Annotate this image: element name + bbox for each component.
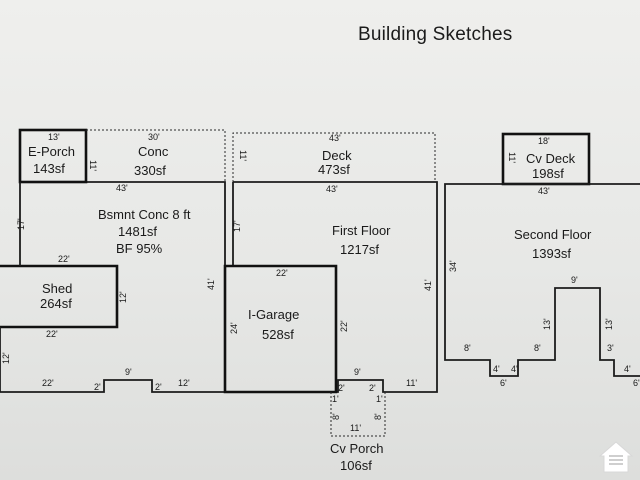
deck-name: Deck (322, 148, 352, 163)
dim-label: 22' (276, 268, 288, 278)
dim-label: 13' (604, 318, 614, 330)
garage-outline (223, 264, 338, 394)
second-floor-name: Second Floor (514, 227, 592, 242)
dim-label: 11' (406, 378, 417, 388)
garage-name: I-Garage (248, 307, 299, 322)
first-floor-outline (225, 181, 438, 393)
cvporch-area: 106sf (340, 458, 372, 473)
cvporch-name: Cv Porch (330, 441, 383, 456)
eporch-name: E-Porch (28, 144, 75, 159)
conc-name: Conc (138, 144, 169, 159)
basement-outline (0, 181, 226, 393)
second-floor-outline (444, 183, 640, 377)
house-logo-icon (598, 441, 634, 473)
dim-label: 43' (329, 133, 341, 143)
cvporch-outline (330, 392, 386, 437)
dim-label: 41' (206, 278, 216, 290)
conc-area: 330sf (134, 163, 166, 178)
conc-outline (86, 129, 226, 182)
shed-area: 264sf (40, 296, 72, 311)
dim-label: 11' (238, 150, 248, 161)
dim-label: 17' (16, 218, 26, 230)
dim-label: 12' (118, 291, 128, 303)
dim-label: 22' (58, 254, 70, 264)
basement-bf: BF 95% (116, 241, 163, 256)
eporch-area: 143sf (33, 161, 65, 176)
second-floor-area: 1393sf (532, 246, 571, 261)
first-floor-area: 1217sf (340, 242, 379, 257)
basement-name: Bsmnt Conc 8 ft (98, 207, 191, 222)
dim-label: 2' (155, 382, 162, 392)
dim-label: 6' (500, 378, 507, 388)
cvdeck-name: Cv Deck (526, 151, 576, 166)
eporch-outline (18, 128, 88, 184)
dim-label: 17' (232, 220, 242, 232)
dim-label: 41' (423, 279, 433, 291)
dim-label: 22' (42, 378, 54, 388)
garage-area: 528sf (262, 327, 294, 342)
dim-label: 4' (493, 364, 500, 374)
dim-label: 11' (350, 423, 361, 433)
dim-label: 11' (507, 152, 517, 163)
dim-label: 30' (148, 132, 160, 142)
dim-label: 2' (94, 382, 101, 392)
dim-label: 8' (534, 343, 541, 353)
dim-label: 13' (48, 132, 60, 142)
dim-label: 22' (339, 320, 349, 332)
dim-label: 13' (542, 318, 552, 330)
basement-area: 1481sf (118, 224, 157, 239)
dim-label: 2' (338, 383, 345, 393)
dim-label: 9' (354, 367, 361, 377)
shed-name: Shed (42, 281, 72, 296)
dim-label: 43' (538, 186, 550, 196)
dim-label: 24' (229, 322, 239, 334)
dim-label: 43' (326, 184, 338, 194)
dim-label: 9' (125, 367, 132, 377)
dim-label: 6' (633, 378, 640, 388)
page-title: Building Sketches (358, 24, 513, 45)
dim-label: 11' (88, 160, 98, 171)
dim-label: 4' (624, 364, 631, 374)
dim-label: 1' (332, 394, 339, 404)
dim-label: 12' (1, 352, 11, 364)
dim-label: 43' (116, 183, 128, 193)
dim-label: 12' (178, 378, 190, 388)
deck-area: 473sf (318, 162, 350, 177)
dim-label: 34' (448, 260, 458, 272)
cvdeck-area: 198sf (532, 166, 564, 181)
deck-outline (232, 132, 436, 182)
dim-label: 8' (464, 343, 471, 353)
shed-outline (0, 264, 119, 329)
dim-label: 2' (369, 383, 376, 393)
dim-label: 8' (373, 413, 383, 420)
dim-label: 4' (511, 364, 518, 374)
dim-label: 22' (46, 329, 58, 339)
dim-label: 18' (538, 136, 550, 146)
dim-label: 9' (571, 275, 578, 285)
dim-label: 8' (331, 413, 341, 420)
dim-label: 1' (376, 394, 383, 404)
dim-label: 3' (607, 343, 614, 353)
first-floor-name: First Floor (332, 223, 391, 238)
